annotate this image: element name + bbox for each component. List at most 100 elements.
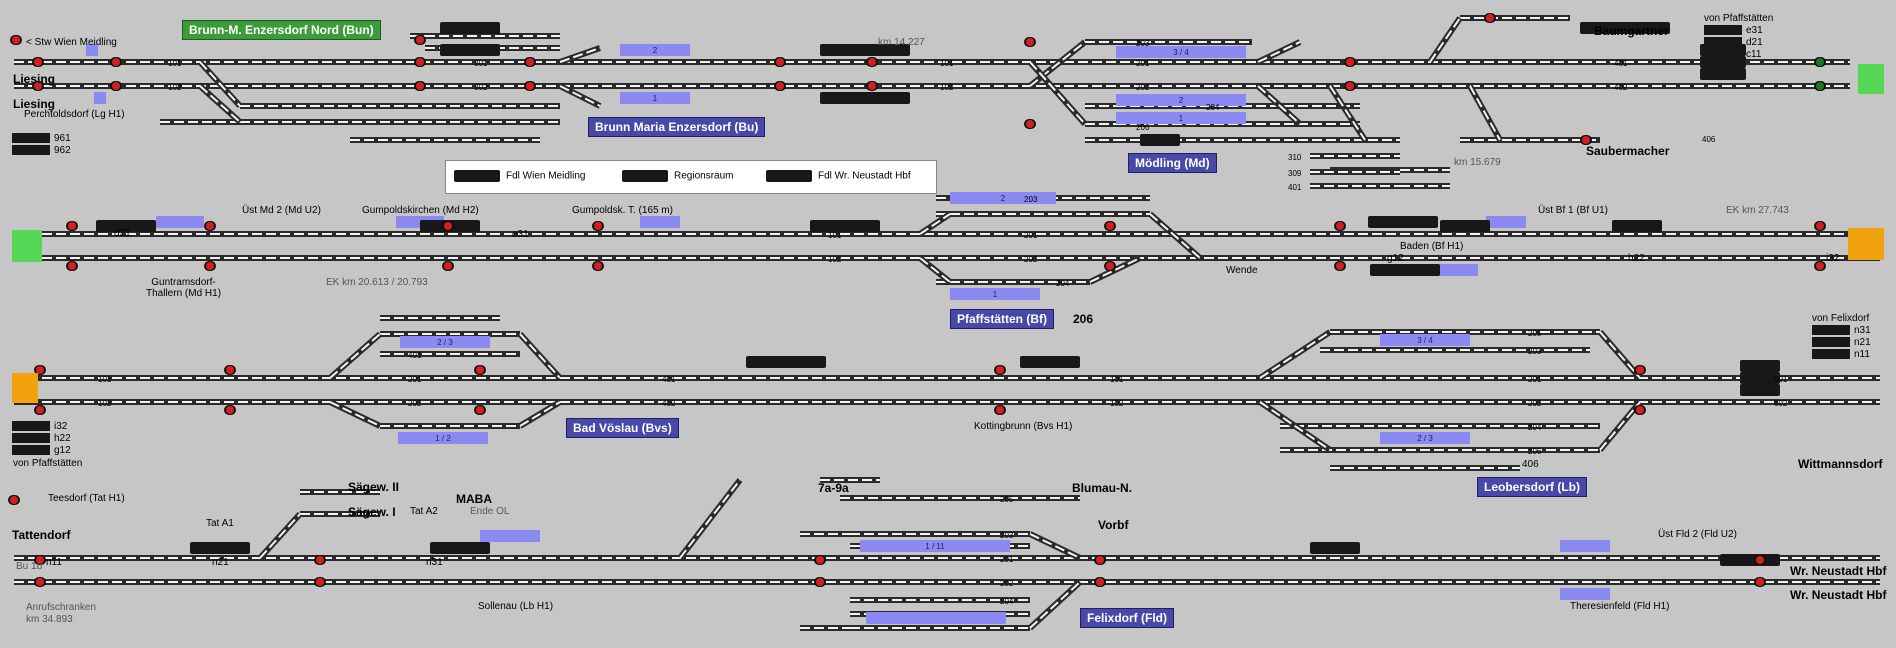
label-tattendorf: Tattendorf (12, 528, 71, 542)
station-felixdorf[interactable]: Felixdorf (Fld) (1080, 608, 1174, 628)
track-segment-inner (199, 61, 241, 107)
label-von-felixdorf: von Felixdorf (1812, 313, 1870, 324)
track-number: 102 (828, 255, 842, 264)
occupied-section (1116, 94, 1246, 106)
track-number: 101 (1110, 375, 1124, 384)
track-segment-inner (1029, 533, 1081, 559)
occupied-label: 2 (1001, 194, 1006, 203)
label-tat-a1: Tat A1 (206, 518, 234, 529)
signal-icon (206, 262, 214, 270)
signal-icon (868, 58, 876, 66)
track-number: 302 (474, 83, 488, 92)
station-bad-voeslau[interactable]: Bad Vöslau (Bvs) (566, 418, 679, 438)
portal-right-row2[interactable] (1848, 228, 1884, 260)
signal-icon (996, 406, 1004, 414)
label-blumau: Blumau-N. (1072, 481, 1132, 495)
label-row4-n21: n21 (212, 557, 229, 568)
label-row2-e31: e31 (512, 229, 529, 240)
label-wr-neustadt-1: Wr. Neustadt Hbf (1790, 564, 1887, 578)
signal-icon (36, 556, 44, 564)
track-segment-inner (329, 401, 381, 427)
label-von-pfaffstaetten-row3: von Pfaffstätten (13, 458, 83, 469)
train-describer (96, 220, 156, 232)
track-number: 102 (168, 83, 182, 92)
signal-icon (1582, 136, 1590, 144)
track-number: 206 (1528, 447, 1542, 456)
station-moedling[interactable]: Mödling (Md) (1128, 153, 1217, 173)
station-brunn[interactable]: Brunn Maria Enzersdorf (Bu) (588, 117, 766, 137)
label-uest-fld2: Üst Fld 2 (Fld U2) (1658, 529, 1737, 540)
track-segment (1027, 60, 1088, 126)
train-describer (1580, 22, 1670, 34)
signal-icon (1346, 58, 1354, 66)
train-describer (746, 356, 826, 368)
track-number: 202 (1024, 255, 1038, 264)
signal-icon (816, 578, 824, 586)
label-wr-neustadt-2: Wr. Neustadt Hbf (1790, 588, 1887, 602)
signal-icon (1756, 578, 1764, 586)
signal-icon (226, 366, 234, 374)
signal-icon (1336, 262, 1344, 270)
portal-right-row1[interactable] (1858, 64, 1884, 94)
signal-icon (526, 58, 534, 66)
occupied-section (620, 92, 690, 104)
portal-left-row3[interactable] (12, 373, 38, 403)
track-number: 309 (1288, 169, 1302, 178)
track-number: 205 (1000, 495, 1014, 504)
station-pfaffstaetten[interactable]: Pfaffstätten (Bf) (950, 309, 1054, 329)
track-segment-inner (559, 85, 601, 107)
track-segment-inner (919, 257, 951, 283)
track-number: 102 (1110, 399, 1124, 408)
signal-icon (1026, 38, 1034, 46)
track-number: 406 (1702, 135, 1716, 144)
portal-left-row2[interactable] (12, 230, 42, 262)
station-brunn-nord[interactable]: Brunn-M. Enzersdorf Nord (Bun) (182, 20, 381, 40)
label-stw-wien-meidling[interactable]: < Stw Wien Meidling (26, 37, 117, 48)
track-segment-inner (519, 333, 561, 379)
signal-icon (776, 82, 784, 90)
occupied-section (1380, 334, 1470, 346)
station-leobersdorf[interactable]: Leobersdorf (Lb) (1477, 477, 1587, 497)
label-guntramsdorf: Guntramsdorf- Thallern (Md H1) (146, 277, 222, 299)
signal-icon (36, 366, 44, 374)
occupied-label: 2 (653, 46, 658, 55)
train-describer (820, 92, 910, 104)
occupied-label: 3 / 4 (1417, 336, 1433, 345)
track-number: 203 (1136, 39, 1150, 48)
signal-icon (416, 36, 424, 44)
label-7a-9a: 7a-9a (818, 481, 849, 495)
track-number: 202 (1136, 83, 1150, 92)
track-segment-inner (519, 401, 561, 427)
signal-icon (12, 36, 20, 44)
label-ek-20: EK km 20.613 / 20.793 (326, 277, 428, 288)
label-kottingbrunn: Kottingbrunn (Bvs H1) (974, 421, 1073, 432)
occupied-label: 2 (1179, 96, 1184, 105)
label-buch: Bu 1b (16, 561, 43, 572)
signal-icon (68, 262, 76, 270)
signal-icon (1816, 222, 1824, 230)
track-number: 204 (1056, 279, 1070, 288)
track-number: 201 (1528, 375, 1542, 384)
track-number: 205 (1528, 329, 1542, 338)
label-theresienfeld: Theresienfeld (Fld H1) (1570, 601, 1670, 612)
track-number: 201 (1136, 59, 1150, 68)
train-describer (1740, 384, 1780, 396)
train-describer (440, 44, 500, 56)
track-number: 204 (1528, 423, 1542, 432)
signal-icon (316, 556, 324, 564)
occupied-section (156, 216, 204, 228)
signal-icon (816, 556, 824, 564)
track-number: 101 (828, 231, 842, 240)
label-row4-n31: n31 (426, 557, 443, 568)
label-ende-ol: Ende OL (470, 506, 510, 517)
track-number: 310 (1288, 153, 1302, 162)
occupied-label: 1 (653, 94, 658, 103)
train-describer (1612, 220, 1662, 232)
occupied-label: 1 (993, 290, 998, 299)
train-describer (1370, 264, 1440, 276)
track-segment-inner (679, 479, 741, 559)
track-number: 206 (1136, 123, 1150, 132)
occupied-label: 1 / 11 (925, 542, 945, 551)
occupied-label: 2 / 3 (437, 338, 453, 347)
signal-icon (1816, 58, 1824, 66)
